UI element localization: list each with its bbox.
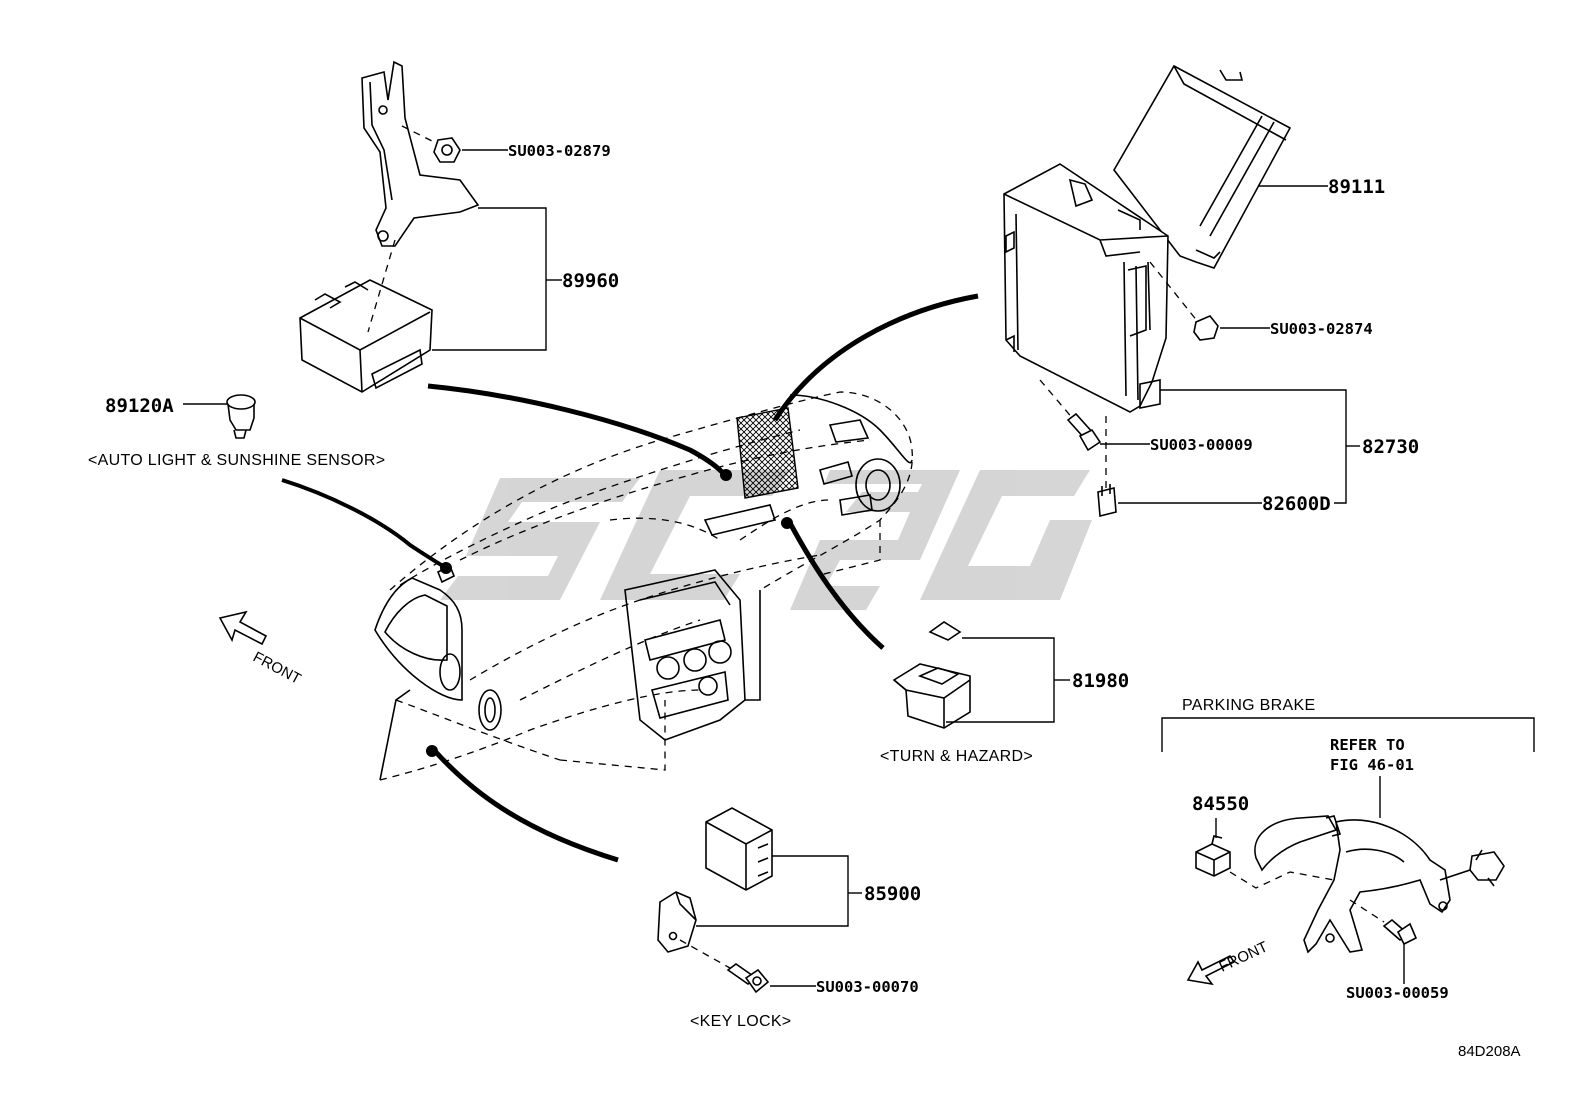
refer-to-line2: FIG 46-01 bbox=[1330, 756, 1414, 774]
parking-brake-inset: PARKING BRAKE REFER TO FIG 46-01 84550 S… bbox=[1161, 697, 1535, 1002]
label-su003-00059: SU003-00059 bbox=[1346, 984, 1449, 1002]
label-89111: 89111 bbox=[1328, 176, 1385, 198]
instrument-panel bbox=[374, 391, 913, 781]
label-84550: 84550 bbox=[1192, 793, 1249, 815]
caption-turn-hazard: <TURN & HAZARD> bbox=[880, 748, 1033, 765]
watermark-logo bbox=[440, 470, 1092, 610]
caption-key-lock: <KEY LOCK> bbox=[690, 1013, 791, 1030]
label-82730: 82730 bbox=[1362, 436, 1419, 458]
refer-to-line1: REFER TO bbox=[1330, 736, 1405, 754]
part-body-ecu-group: 89111 SU003-02874 SU003-00009 82600D bbox=[1003, 64, 1419, 518]
label-81980: 81980 bbox=[1072, 670, 1129, 692]
label-su003-02874: SU003-02874 bbox=[1270, 320, 1373, 338]
label-89120a: 89120A bbox=[105, 395, 174, 417]
label-su003-02879: SU003-02879 bbox=[508, 142, 611, 160]
part-81980-group: 81980 <TURN & HAZARD> bbox=[880, 621, 1129, 765]
part-89120a-group: 89120A <AUTO LIGHT & SUNSHINE SENSOR> bbox=[88, 394, 385, 469]
front-label-parking: FRONT bbox=[1217, 938, 1271, 975]
label-su003-00070: SU003-00070 bbox=[816, 978, 919, 996]
front-label: FRONT bbox=[250, 649, 304, 688]
part-89960-group: SU003-02879 89960 bbox=[299, 60, 619, 393]
part-85900-group: SU003-00070 85900 <KEY LOCK> bbox=[657, 807, 921, 1030]
parking-brake-title: PARKING BRAKE bbox=[1182, 697, 1315, 714]
label-su003-00009: SU003-00009 bbox=[1150, 436, 1253, 454]
front-arrow: FRONT bbox=[218, 610, 304, 688]
caption-auto-light-sensor: <AUTO LIGHT & SUNSHINE SENSOR> bbox=[88, 452, 385, 469]
label-82600d: 82600D bbox=[1262, 493, 1331, 515]
label-85900: 85900 bbox=[864, 883, 921, 905]
drawing-code: 84D208A bbox=[1458, 1043, 1521, 1060]
label-89960: 89960 bbox=[562, 270, 619, 292]
leader-curves bbox=[281, 293, 979, 863]
